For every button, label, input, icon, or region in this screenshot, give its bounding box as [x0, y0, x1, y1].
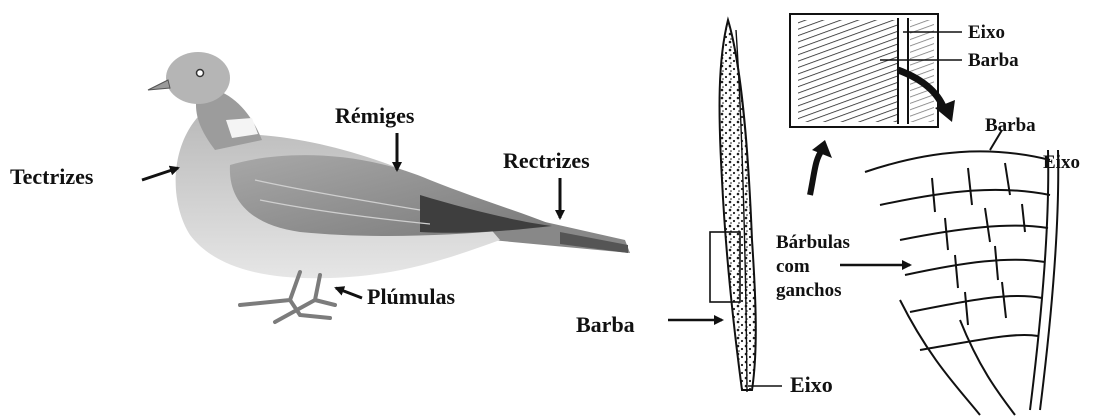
bird-eye	[197, 70, 204, 77]
curved-arrow-up	[810, 150, 822, 195]
label-barba-top: Barba	[968, 50, 1019, 71]
label-tectrizes: Tectrizes	[10, 164, 94, 189]
label-rectrizes: Rectrizes	[503, 148, 590, 173]
label-com: com	[776, 256, 810, 277]
label-plumulas: Plúmulas	[367, 284, 455, 309]
pigeon-illustration	[148, 52, 630, 322]
feather-vane	[720, 20, 756, 390]
label-barba-right: Barba	[985, 115, 1036, 136]
label-eixo-bottom: Eixo	[790, 372, 833, 397]
feather-drawing	[710, 20, 756, 392]
arrow-plumulas	[336, 288, 362, 298]
label-eixo-top: Eixo	[968, 22, 1005, 43]
arrow-tectrizes	[142, 168, 178, 180]
label-barbulas: Bárbulas	[776, 232, 850, 253]
feather-zoom-inset	[790, 14, 938, 127]
barbules-detail	[865, 130, 1058, 415]
bird-beak	[148, 80, 170, 90]
label-remiges: Rémiges	[335, 103, 415, 128]
label-ganchos: ganchos	[776, 280, 841, 301]
bird-head	[166, 52, 230, 104]
label-barba-left: Barba	[576, 312, 635, 337]
bird-legs	[240, 272, 335, 322]
label-eixo-right: Eixo	[1043, 152, 1080, 173]
